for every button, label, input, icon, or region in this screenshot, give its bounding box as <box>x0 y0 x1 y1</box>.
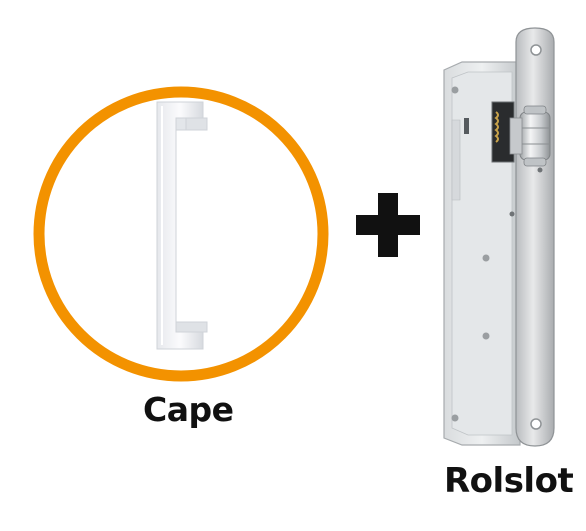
handle-highlight-ring <box>33 86 329 382</box>
handle-product-label: Cape <box>143 390 234 429</box>
plus-icon <box>356 193 420 257</box>
lock-product-label: Rolslot <box>444 461 574 501</box>
roller-latch-lock-icon <box>443 27 555 447</box>
roller-latch <box>509 105 551 167</box>
door-handle-icon <box>156 101 208 350</box>
